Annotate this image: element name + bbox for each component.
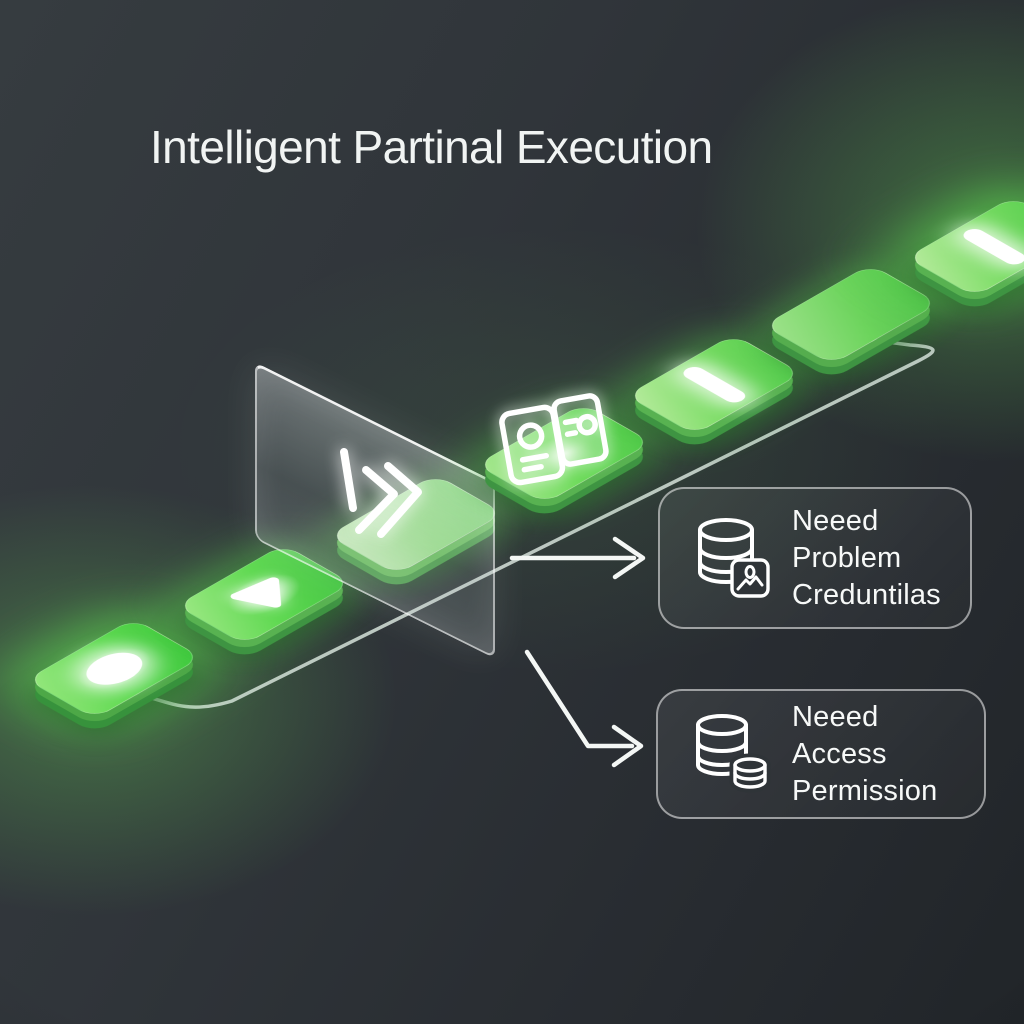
arrow-right-icon bbox=[509, 536, 646, 580]
callout-line-1: Neeed Access bbox=[792, 700, 887, 770]
callout-line-1: Neeed Problem bbox=[792, 504, 902, 574]
callout-line-2: Permission bbox=[792, 774, 938, 807]
fast-forward-icon bbox=[340, 448, 422, 538]
callout-problem-credentials: Neeed Problem Creduntilas bbox=[658, 487, 972, 629]
callout-line-2: Creduntilas bbox=[792, 578, 941, 611]
workflow-tile-play bbox=[175, 544, 353, 645]
elbow-arrow-icon bbox=[524, 649, 644, 768]
callout-access-permission: Neeed Access Permission bbox=[656, 689, 986, 819]
database-id-badge-icon bbox=[698, 518, 770, 598]
page-title: Intelligent Partinal Execution bbox=[150, 121, 713, 173]
callout-text: Neeed Problem Creduntilas bbox=[792, 503, 948, 614]
callout-text: Neeed Access Permission bbox=[792, 699, 962, 810]
triangle-play-icon bbox=[230, 577, 281, 608]
database-stack-icon bbox=[696, 714, 771, 793]
id-cards-icon bbox=[499, 393, 609, 486]
